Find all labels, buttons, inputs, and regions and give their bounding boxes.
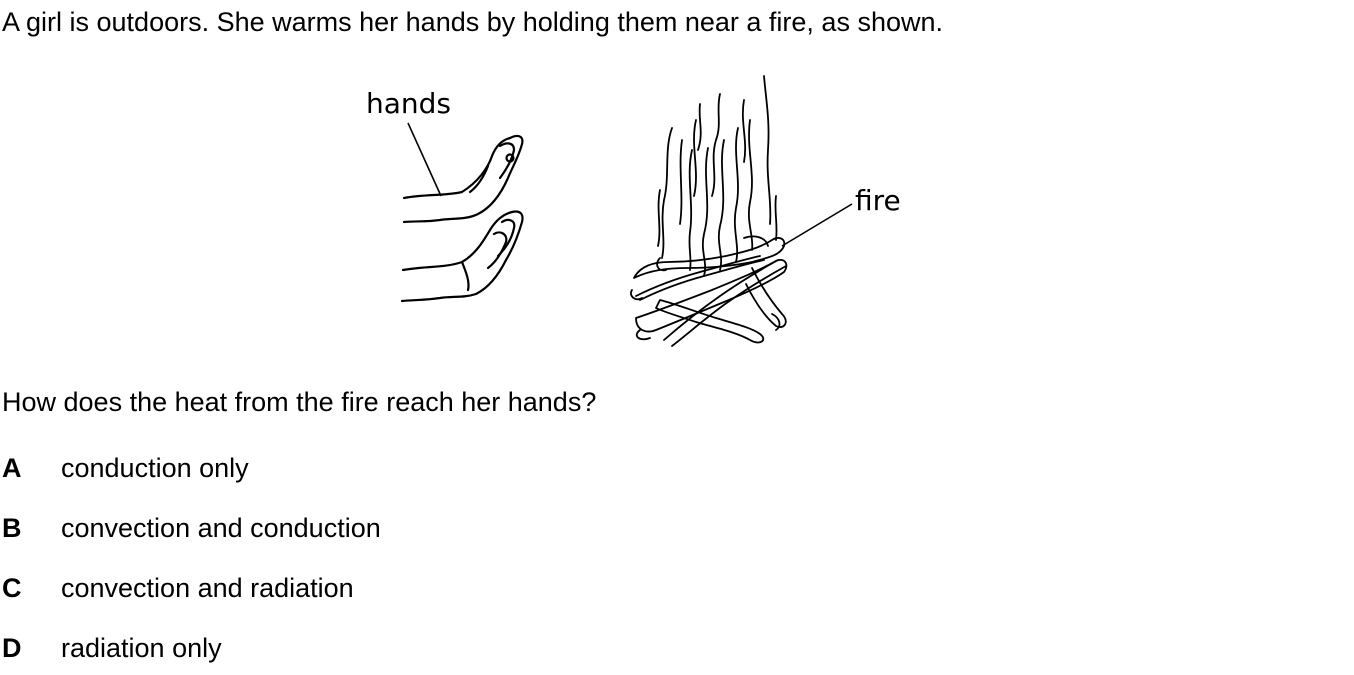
fire-leader-line (781, 203, 853, 247)
option-text: conduction only (61, 453, 249, 483)
hands-label: hands (366, 87, 451, 120)
question-prompt: How does the heat from the fire reach he… (2, 387, 597, 417)
question-intro: A girl is outdoors. She warms her hands … (2, 7, 943, 37)
hands-leader-line (407, 122, 442, 197)
option-letter: A (2, 453, 22, 483)
option-text: convection and radiation (61, 573, 354, 603)
option-text: convection and conduction (61, 513, 381, 543)
lower-hand-drawing (400, 210, 524, 303)
upper-hand-drawing (402, 134, 524, 224)
fire-label: fire (855, 184, 901, 217)
option-letter: B (2, 513, 22, 543)
campfire-drawing (630, 75, 788, 347)
option-text: radiation only (61, 633, 222, 663)
option-letter: D (2, 633, 22, 663)
option-letter: C (2, 573, 22, 603)
